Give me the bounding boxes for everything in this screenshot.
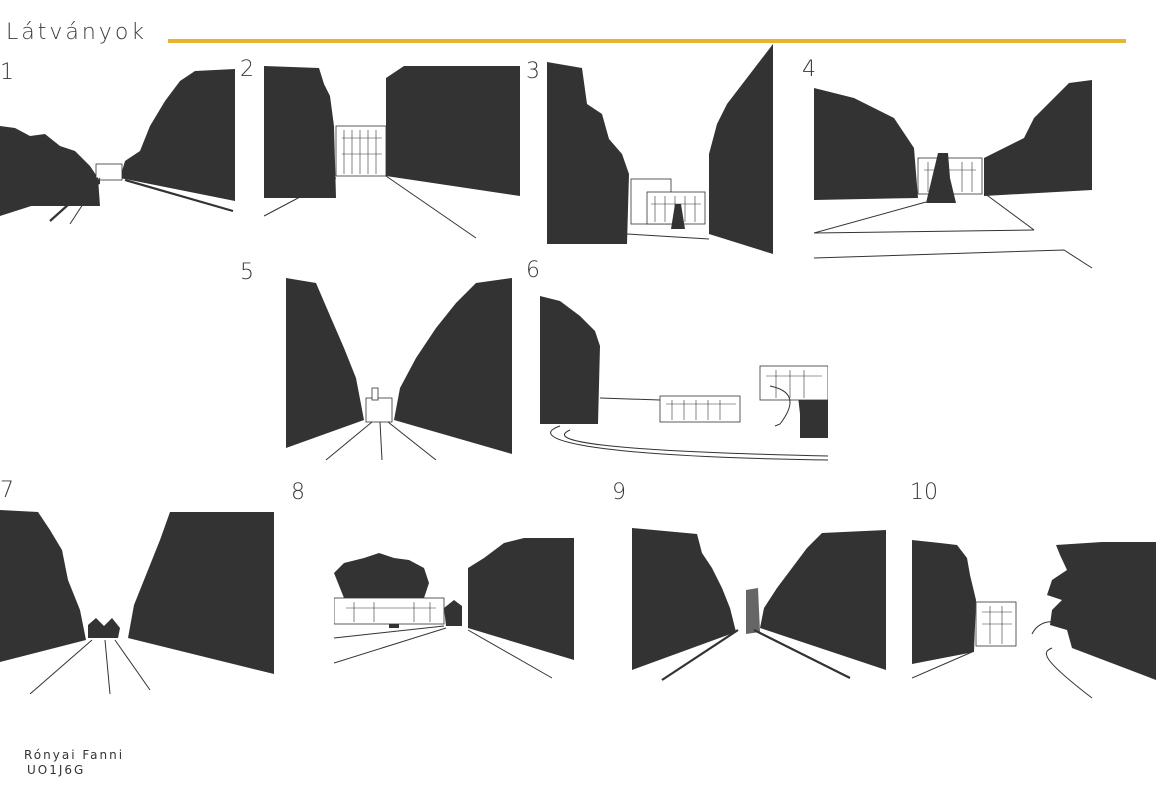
view-number-5: 5 [240,260,254,285]
author-block: Rónyai Fanni UO1J6G [24,748,124,778]
author-name: Rónyai Fanni [24,748,125,762]
view-number-10: 10 [910,480,938,505]
view-number-6: 6 [526,258,540,283]
author-code: UO1J6G [27,763,86,777]
view-8-sketch [334,538,574,679]
page-title: Látványok [6,20,148,45]
title-rule [168,39,1126,43]
view-10-sketch [912,540,1156,699]
view-9-sketch [632,528,886,681]
view-number-3: 3 [526,59,540,84]
view-number-4: 4 [802,57,816,82]
view-number-9: 9 [612,480,626,505]
view-number-1: 1 [0,60,14,85]
view-1-sketch [0,69,235,225]
view-number-8: 8 [291,480,305,505]
view-number-7: 7 [0,478,14,503]
view-5-sketch [286,278,512,460]
view-3-sketch [547,44,773,254]
view-4-sketch [814,80,1093,269]
view-7-sketch [0,510,274,694]
view-6-sketch [540,296,828,461]
view-number-2: 2 [240,57,254,82]
view-2-sketch [264,66,520,239]
